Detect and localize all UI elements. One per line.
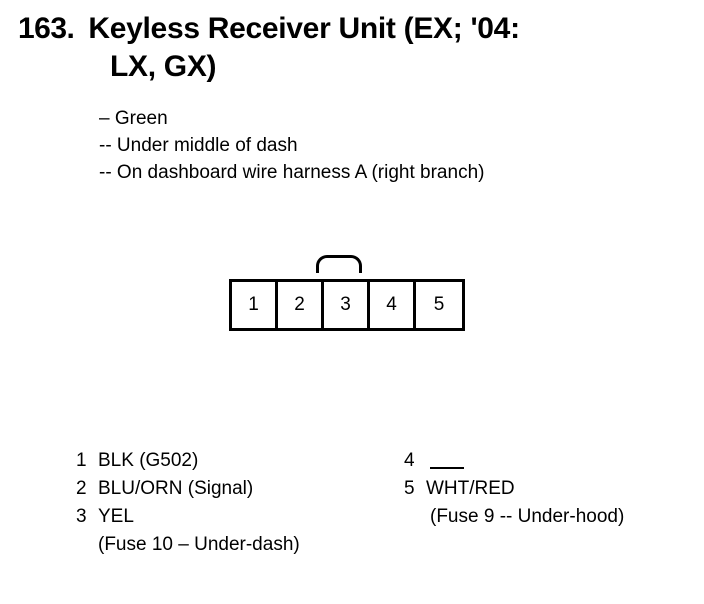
legend-subtext-3: (Fuse 10 – Under-dash) <box>98 534 300 555</box>
connector-pin-2: 2 <box>278 282 324 328</box>
legend-subtext-5: (Fuse 9 -- Under-hood) <box>430 506 625 527</box>
legend-index-1: 1 <box>76 450 87 471</box>
page-title: 163. Keyless Receiver Unit (EX; '04: LX,… <box>18 10 688 86</box>
note-location: -- Under middle of dash <box>99 135 298 156</box>
legend-index-2: 2 <box>76 478 87 499</box>
legend-row-5: 5 WHT/RED <box>404 475 624 503</box>
legend-index-5: 5 <box>404 478 415 499</box>
connector-pin-1: 1 <box>232 282 278 328</box>
connector-pin-5: 5 <box>433 294 445 315</box>
pin-legend: 1 BLK (G502) 2 BLU/ORN (Signal) 3 YEL (F… <box>0 447 704 577</box>
title-line-1: 163. Keyless Receiver Unit (EX; '04: <box>18 10 688 48</box>
connector-diagram: 1 2 3 4 5 <box>229 255 469 345</box>
note-harness: -- On dashboard wire harness A (right br… <box>99 162 485 183</box>
legend-row-1: 1 BLK (G502) <box>76 447 300 475</box>
legend-text-3: YEL <box>98 506 134 527</box>
pin-legend-left-column: 1 BLK (G502) 2 BLU/ORN (Signal) 3 YEL (F… <box>76 447 300 559</box>
connector-latch-tab-cut <box>316 273 362 282</box>
connector-pin-row: 1 2 3 4 5 <box>229 279 465 331</box>
legend-row-3: 3 YEL <box>76 503 300 531</box>
legend-row-2: 2 BLU/ORN (Signal) <box>76 475 300 503</box>
title-text-line2: LX, GX) <box>110 50 217 83</box>
legend-index-3: 3 <box>76 506 87 527</box>
connector-pin-3: 3 <box>324 282 370 328</box>
legend-text-5: WHT/RED <box>426 478 515 499</box>
connector-latch-tab-icon <box>316 255 362 277</box>
connector-pin-4: 4 <box>370 282 416 328</box>
legend-index-4: 4 <box>404 450 415 471</box>
legend-row-4: 4 <box>404 447 624 475</box>
title-number: 163. <box>18 12 75 45</box>
title-line-2: LX, GX) <box>18 48 688 86</box>
note-color: – Green <box>99 108 168 129</box>
title-text-line1: Keyless Receiver Unit (EX; '04: <box>88 12 520 45</box>
legend-text-1: BLK (G502) <box>98 450 199 471</box>
legend-blank-dash-icon <box>430 447 464 469</box>
legend-text-2: BLU/ORN (Signal) <box>98 478 254 499</box>
notes-list: – Green -- Under middle of dash -- On da… <box>99 105 484 186</box>
pin-legend-right-column: 4 5 WHT/RED (Fuse 9 -- Under-hood) <box>404 447 624 531</box>
